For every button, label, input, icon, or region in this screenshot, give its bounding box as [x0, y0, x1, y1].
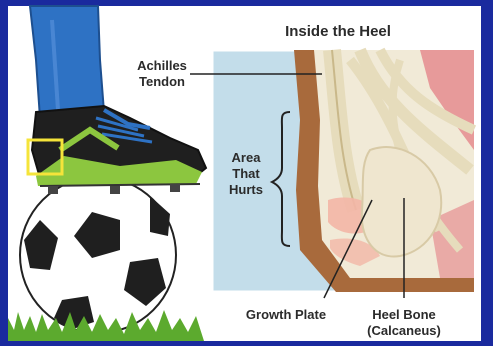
label-growth-plate: Growth Plate: [246, 307, 326, 322]
label-achilles-1: Achilles: [137, 58, 187, 73]
soccer-cleat: [32, 106, 206, 194]
label-heel-bone-2: (Calcaneus): [367, 323, 441, 338]
label-achilles-2: Tendon: [139, 74, 185, 89]
label-area-3: Hurts: [229, 182, 263, 197]
diagram-title: Inside the Heel: [285, 23, 391, 40]
label-area-2: That: [232, 166, 260, 181]
label-heel-bone-1: Heel Bone: [372, 307, 436, 322]
leg-illustration: [30, 6, 104, 118]
soccer-ball: [20, 177, 176, 333]
label-area-1: Area: [232, 150, 262, 165]
